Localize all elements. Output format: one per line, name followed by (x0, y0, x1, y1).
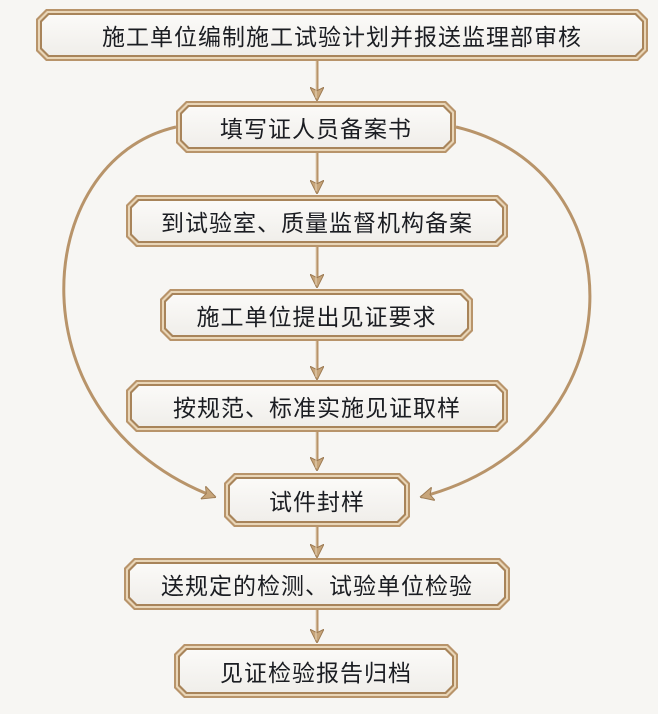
flow-step-7-label: 送规定的检测、试验单位检验 (161, 574, 473, 600)
flow-step-4: 施工单位提出见证要求 (160, 289, 473, 341)
flow-step-7: 送规定的检测、试验单位检验 (124, 558, 510, 610)
curve-right-n2-n6 (421, 125, 592, 497)
flow-step-6: 试件封样 (224, 473, 410, 527)
flow-step-4-label: 施工单位提出见证要求 (196, 305, 437, 331)
flow-step-2: 填写证人员备案书 (176, 101, 456, 153)
curve-left-n2-n6 (62, 125, 215, 497)
flow-step-1: 施工单位编制施工试验计划并报送监理部审核 (36, 9, 648, 61)
flow-step-5: 按规范、标准实施见证取样 (126, 380, 508, 432)
flow-step-1-label: 施工单位编制施工试验计划并报送监理部审核 (102, 25, 582, 51)
flow-step-8-label: 见证检验报告归档 (220, 661, 412, 687)
flow-step-3: 到试验室、质量监督机构备案 (126, 195, 508, 247)
flow-step-8: 见证检验报告归档 (174, 644, 458, 698)
flow-step-5-label: 按规范、标准实施见证取样 (173, 396, 461, 422)
flow-step-3-label: 到试验室、质量监督机构备案 (161, 211, 473, 237)
flow-step-2-label: 填写证人员备案书 (220, 117, 412, 143)
flow-step-6-label: 试件封样 (269, 490, 365, 516)
